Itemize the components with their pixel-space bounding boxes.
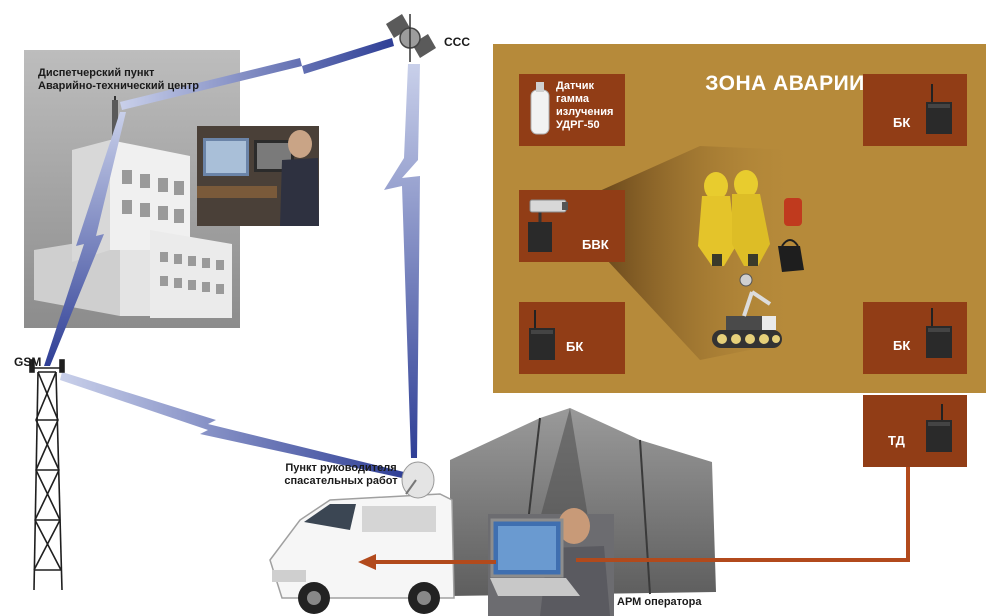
bk-bottom-left-label: БК: [566, 339, 584, 354]
gamma-sensor-label-line2: гамма: [556, 93, 589, 105]
link-satellite-command: [384, 64, 420, 458]
operator-workstation-illustration: [488, 508, 614, 616]
gsm-label: GSM: [14, 355, 42, 369]
bk-top-right-label: БК: [893, 115, 911, 130]
bk-unit-icon: [926, 84, 952, 134]
operator-workstation-label: АРМ оператора: [617, 596, 702, 608]
bvk-label: БВК: [582, 237, 609, 252]
cable-arrow-head: [358, 554, 376, 570]
building-illustration: [34, 96, 232, 318]
command-post-label-line2: спасательных работ: [284, 475, 398, 487]
gamma-sensor-label-line1: Датчик: [556, 80, 594, 92]
gamma-sensor-label-line4: УДРГ-50: [556, 119, 600, 131]
bvk-camera-icon: [528, 199, 568, 252]
dispatcher-photo: [197, 126, 319, 226]
td-unit-icon: [926, 404, 952, 452]
satellite-illustration: [386, 14, 436, 62]
dispatch-center-panel: [24, 50, 319, 328]
link-dispatch-gsm: [44, 112, 126, 366]
dispatch-center-label-line2: Аварийно-технический центр: [38, 80, 200, 92]
bk-bottom-right-label: БК: [893, 338, 911, 353]
robot-illustration: [712, 273, 782, 348]
command-post-label-line1: Пункт руководителя: [285, 462, 397, 474]
gsm-tower-illustration: [29, 359, 65, 591]
dispatch-center-label: Диспетчерский пункт Аварийно-технический…: [38, 67, 199, 93]
satellite-label: ССС: [444, 35, 470, 49]
gamma-sensor-icon: [530, 82, 550, 135]
gamma-sensor-label-line3: излучения: [556, 106, 614, 118]
gamma-sensor-label: Датчик гамма излучения УДРГ-50: [556, 80, 622, 132]
command-post-label: Пункт руководителя спасательных работ: [272, 462, 410, 488]
bk-unit-icon: [529, 310, 555, 360]
dispatch-center-label-line1: Диспетчерский пункт: [38, 67, 155, 79]
command-vehicle-illustration: [269, 461, 455, 614]
rescuers-illustration: [698, 170, 804, 272]
data-cable: [358, 467, 910, 570]
radio-links: [44, 38, 420, 478]
link-dispatch-satellite: [120, 38, 394, 110]
zone-title: ЗОНА АВАРИИ: [705, 72, 865, 95]
td-label: ТД: [888, 433, 905, 448]
bk-unit-icon: [926, 308, 952, 358]
link-gsm-command: [60, 372, 404, 478]
